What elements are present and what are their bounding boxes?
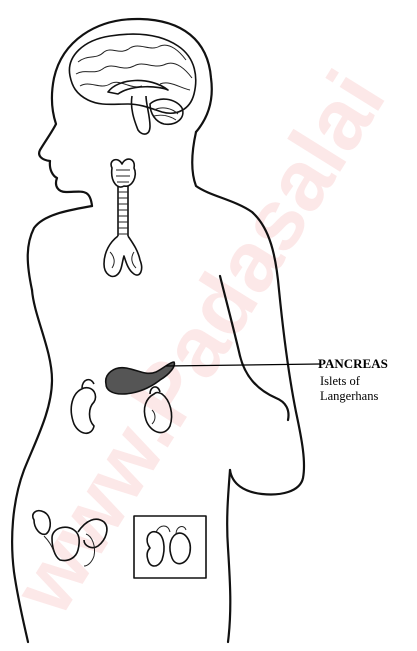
brain-cortex	[69, 34, 195, 113]
islets-label-line2: Langerhans	[320, 389, 378, 403]
thyroid-trachea	[104, 159, 142, 276]
right-testis	[170, 533, 190, 564]
thyroid-gland	[111, 159, 135, 187]
left-testis	[147, 532, 164, 566]
left-shoulder-outline	[28, 206, 92, 290]
islets-label-line1: Islets of	[320, 374, 361, 388]
left-adrenal	[82, 380, 94, 388]
brainstem	[131, 96, 150, 134]
testes-inset	[134, 516, 206, 578]
head-outline	[39, 19, 212, 206]
right-side-outline	[227, 470, 230, 642]
pancreas-label: PANCREAS	[318, 356, 388, 371]
brain	[69, 34, 195, 134]
watermark: www.Padasalai	[0, 55, 404, 631]
bronchi	[104, 236, 142, 276]
